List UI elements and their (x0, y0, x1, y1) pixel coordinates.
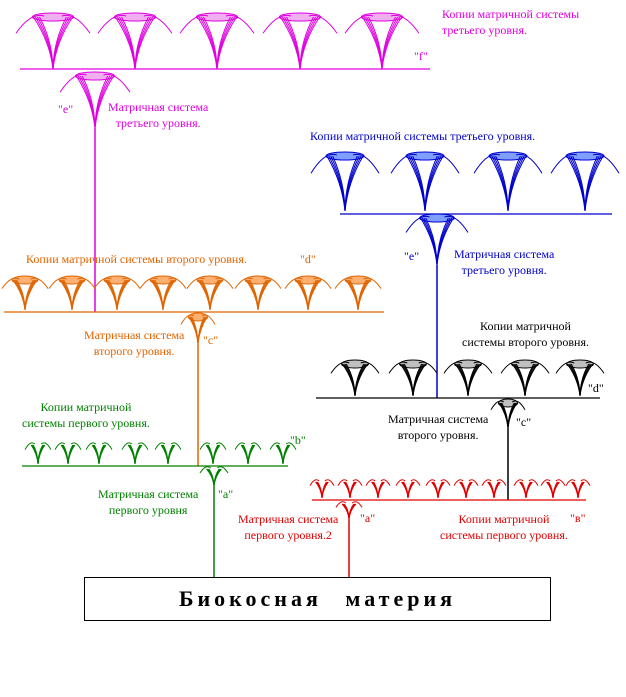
red-b-label: "в" (570, 511, 586, 525)
green-a-label: "a" (218, 487, 234, 501)
black-system-glyph (490, 398, 526, 429)
magenta-copy-glyph-5 (344, 12, 420, 70)
red-a-label: "a" (360, 511, 376, 525)
base-matter-label: Биокосная материя (178, 586, 457, 611)
orange-copy-glyph-6 (234, 275, 282, 311)
red-copy-glyph-3 (365, 479, 391, 499)
black-copy-glyph-5 (555, 359, 605, 397)
orange-system-glyph (180, 312, 216, 345)
red-copy-glyph-2 (337, 479, 363, 499)
orange-system-label: Матричная система второго уровня. (84, 328, 185, 358)
black-copies-label: Копии матричной системы второго уровня. (462, 319, 589, 349)
green-copy-glyph-7 (234, 442, 262, 465)
magenta-f-label: "f" (414, 49, 428, 63)
orange-copy-glyph-5 (186, 275, 234, 311)
red-system-label: Матричная система первого уровня.2 (238, 512, 339, 542)
orange-copy-glyph-1 (1, 275, 49, 311)
red-copy-glyph-8 (513, 479, 539, 499)
green-copy-glyph-2 (54, 442, 82, 465)
blue-copy-glyph-2 (390, 151, 460, 212)
orange-copy-glyph-4 (139, 275, 187, 311)
blue-system-label: Матричная система третьего уровня. (454, 247, 555, 277)
magenta-copy-glyph-2 (97, 12, 173, 70)
red-system-glyph (335, 501, 363, 520)
green-system-label: Матричная система первого уровня (98, 487, 199, 517)
base-matter-box: Биокосная материя (84, 577, 551, 621)
magenta-copies-label: Копии матричной системы третьего уровня. (442, 7, 580, 37)
orange-c-label: "c" (203, 333, 219, 347)
black-c-label: "c" (516, 415, 532, 429)
green-copy-glyph-4 (121, 442, 149, 465)
black-copy-glyph-3 (443, 359, 493, 397)
magenta-system-glyph (59, 71, 131, 129)
magenta-copy-glyph-1 (15, 12, 91, 70)
green-copies-label: Копии матричной системы первого уровня. (22, 400, 150, 430)
green-copy-glyph-6 (199, 442, 227, 465)
green-copy-glyph-5 (154, 442, 182, 465)
orange-copy-glyph-7 (284, 275, 332, 311)
red-copy-glyph-7 (481, 479, 507, 499)
green-b-label: "b" (290, 433, 306, 447)
green-copy-glyph-8 (269, 442, 297, 465)
magenta-e-label: "e" (58, 102, 74, 116)
red-copy-glyph-9 (540, 479, 566, 499)
blue-copy-glyph-1 (310, 151, 380, 212)
magenta-system-label: Матричная система третьего уровня. (108, 100, 209, 130)
black-copy-glyph-4 (500, 359, 550, 397)
magenta-copy-glyph-3 (179, 12, 255, 70)
black-system-label: Матричная система второго уровня. (388, 412, 489, 442)
blue-e-label: "e" (404, 249, 420, 263)
blue-copy-glyph-3 (473, 151, 543, 212)
green-system-glyph (199, 466, 229, 487)
red-copy-glyph-6 (453, 479, 479, 499)
blue-copy-glyph-4 (550, 151, 620, 212)
red-copy-glyph-5 (425, 479, 451, 499)
red-copy-glyph-10 (565, 479, 591, 499)
orange-copy-glyph-3 (93, 275, 141, 311)
black-copy-glyph-2 (388, 359, 438, 397)
blue-copies-label: Копии матричной системы третьего уровня. (310, 129, 536, 143)
blue-system-glyph (405, 213, 469, 266)
red-copy-glyph-4 (395, 479, 421, 499)
orange-copy-glyph-8 (334, 275, 382, 311)
red-copies-label: Копии матричной системы первого уровня. (440, 512, 568, 542)
orange-copy-glyph-2 (48, 275, 96, 311)
black-d-label: "d" (588, 381, 604, 395)
red-copy-glyph-1 (309, 479, 335, 499)
green-copy-glyph-1 (24, 442, 52, 465)
magenta-copy-glyph-4 (262, 12, 338, 70)
green-copy-glyph-3 (85, 442, 113, 465)
orange-d-label: "d" (300, 252, 316, 266)
black-copy-glyph-1 (330, 359, 380, 397)
orange-copies-label: Копии матричной системы второго уровня. (26, 252, 247, 266)
